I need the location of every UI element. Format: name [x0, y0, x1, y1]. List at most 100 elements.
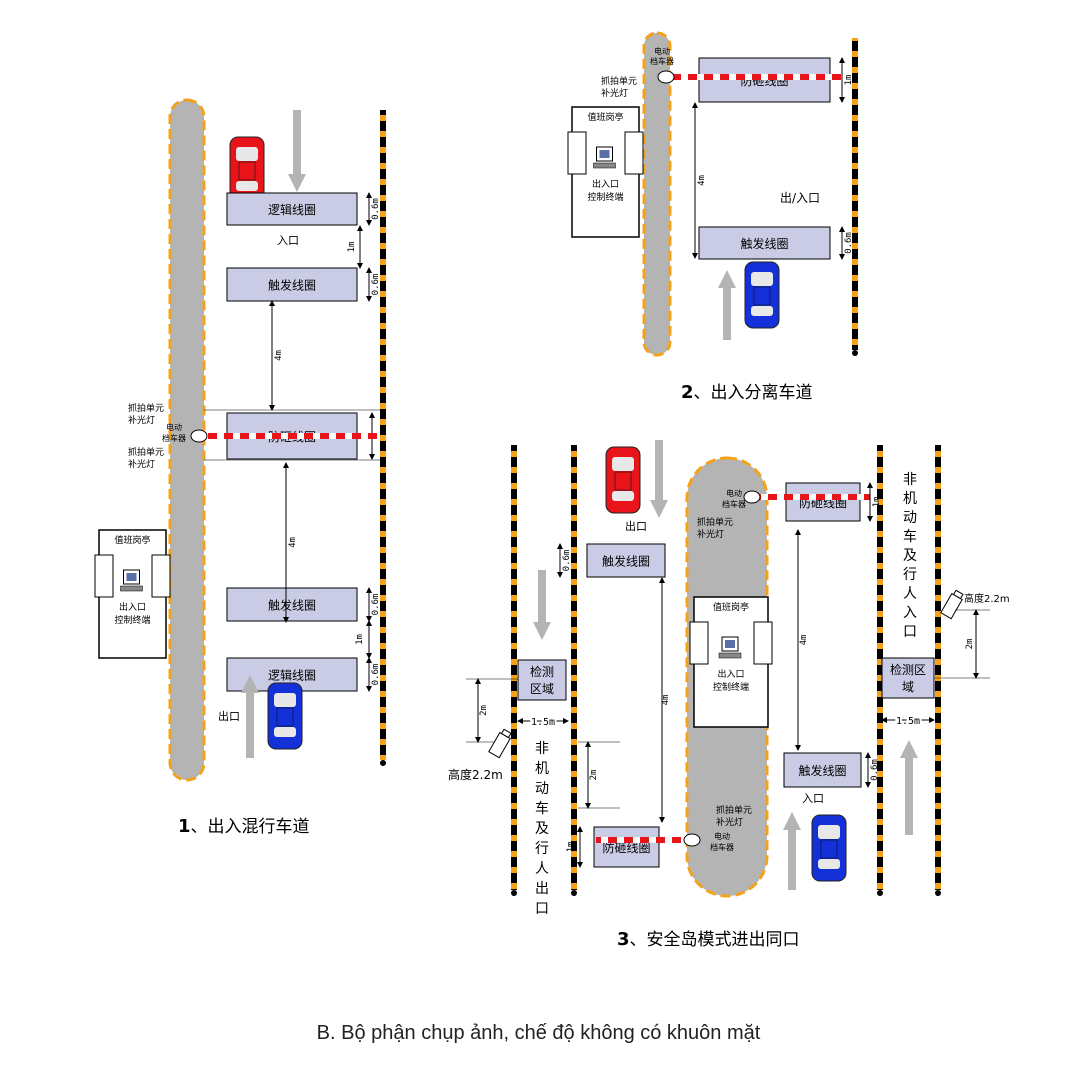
d3-post-3: [877, 445, 883, 890]
d3-nonmotor-out-char: 出: [535, 881, 549, 897]
d1-dim-4-b-label: 4m: [288, 537, 298, 548]
d3-detect-right-2: 域: [902, 680, 914, 694]
d2-dim-1-label: 1m: [844, 75, 854, 86]
d2-guard-booth-computer-screen: [599, 150, 610, 158]
d2-blue-car-windshield: [751, 272, 773, 286]
d2-trigger-loop: [698, 226, 831, 260]
d1-right-post-end: [380, 760, 386, 766]
d3-dim-15-left-label: 1.5m: [531, 717, 555, 728]
d3-barrier-label-bottom-2: 档车器: [710, 842, 734, 852]
d3-detect-left-2: 区域: [530, 682, 554, 696]
d3-exit-label: 出口: [625, 519, 647, 533]
d3-barrier-label-top-2: 档车器: [722, 499, 746, 509]
d3-barrier-head-right: [743, 490, 761, 504]
d3-detect-right-1: 检测区: [890, 662, 926, 677]
d1-entry-arrow-head: [288, 174, 306, 192]
d1-exit-arrow-head: [241, 675, 259, 693]
d1-guard-booth-label: 值班岗亭: [114, 534, 150, 546]
d3-blue-car: [811, 814, 847, 882]
d3-blue-car-roof: [820, 839, 838, 859]
d3-guard-booth-seat-left: [689, 621, 709, 665]
d1-barrier-head: [190, 429, 208, 443]
d3-antismash-loop-right: [785, 482, 861, 522]
d3-nonmotor-in-char: 行: [903, 567, 917, 583]
d2-dim-06-label: 0.6m: [844, 232, 854, 254]
d3-nonmotor-in-char: 车: [903, 528, 917, 545]
d1-red-car-roof: [238, 161, 256, 181]
d3-blue-car-rear-window: [818, 859, 840, 869]
d1-blue-car-windshield: [274, 693, 296, 707]
d2-guard-booth-label: 值班岗亭: [587, 111, 623, 123]
d2-safety-island: [642, 31, 672, 357]
d3-post-2-end: [571, 890, 577, 896]
d1-guard-booth-terminal-2: 控制终端: [114, 614, 150, 626]
d3-camera-right: [940, 589, 964, 620]
d3-nonmotor-in-char: 口: [903, 624, 917, 640]
d3-post-4: [935, 445, 941, 890]
d1-dim-1-b-label: 1m: [355, 634, 365, 645]
d3-nonmotor-in-char: 及: [903, 548, 917, 564]
d3-guard-booth-computer-screen: [725, 640, 735, 648]
d2-barrier-label-2: 档车器: [650, 56, 674, 66]
d3-nonmotor-out-char: 机: [535, 761, 549, 777]
d3-nonmotor-out-char: 及: [535, 821, 549, 837]
d1-logic-loop-top: [226, 192, 358, 226]
d1-guard-booth-seat-left: [94, 554, 114, 598]
d3-post-3-end: [877, 890, 883, 896]
d3-nonmotor-in-char: 人: [903, 586, 917, 602]
d3-guard-booth-terminal-1: 出入口: [717, 668, 744, 680]
d1-red-car-rear-window: [236, 181, 258, 191]
d3-height-right: 高度2.2m: [964, 592, 1010, 605]
d3-detect-zone-right: [881, 657, 935, 699]
d1-fill-light-1: 补光灯: [128, 414, 155, 426]
d3-nonmotor-in-char: 入: [903, 605, 917, 621]
d3-dim-4-right-label: 4m: [799, 635, 809, 646]
d3-post-1: [511, 445, 517, 890]
d3-capture-unit-bottom: 抓拍单元: [716, 804, 752, 816]
d3-detect-left-1: 检测: [530, 664, 554, 679]
d3-trigger-loop-right-label: 触发线圈: [798, 763, 846, 778]
d3-post-2: [571, 445, 577, 890]
d3-nonmotor-out-char: 非: [535, 741, 549, 757]
d3-trigger-loop-left: [586, 543, 666, 578]
d1-capture-unit-1: 抓拍单元: [128, 402, 164, 414]
d3-nonmotor-out-char: 行: [535, 841, 549, 857]
d3-blue-car-windshield: [818, 825, 840, 839]
d2-dim-4-label: 4m: [697, 175, 707, 186]
d3-dim-15-right-label: 1.5m: [896, 716, 920, 727]
d3-nonmotor-out-char: 动: [535, 781, 549, 797]
d3-capture-unit-top: 抓拍单元: [697, 516, 733, 528]
d1-trigger-loop-bottom: [226, 587, 358, 622]
d2-entry-arrow-head: [718, 270, 736, 288]
d3-entry-arrow-head: [783, 812, 801, 830]
caption-1: 1、出入混行车道: [178, 816, 310, 837]
d3-dim-1-left-label: 1m: [566, 842, 576, 853]
d3-exit-arrow-left-head: [533, 622, 551, 640]
d3-barrier-left-arm: [596, 837, 688, 843]
d2-guard-booth-terminal-2: 控制终端: [587, 191, 623, 203]
d1-exit-label: 出口: [218, 709, 240, 723]
d1-barrier-label-1: 电动: [166, 422, 182, 432]
d2-barrier-head: [657, 70, 675, 84]
d1-exit-arrow-shaft: [246, 693, 254, 758]
d3-entry-arrow-shaft: [788, 830, 796, 890]
d3-dim-06-right-label: 0.6m: [870, 759, 880, 781]
d1-trigger-loop-top-label: 触发线圈: [268, 278, 316, 293]
d3-barrier-head-left: [683, 833, 701, 847]
d3-dim-4-left-label: 4m: [661, 695, 671, 706]
d3-trigger-loop-left-label: 触发线圈: [602, 554, 650, 569]
d3-height-left: 高度2.2m: [448, 767, 503, 782]
d1-entrance-label: 入口: [277, 234, 299, 247]
d3-fill-light-top: 补光灯: [697, 528, 724, 540]
d3-exit-arrow-top-shaft: [655, 440, 663, 500]
d2-guard-booth-keyboard: [593, 162, 616, 169]
d3-trigger-loop-right: [783, 752, 862, 788]
d2-blue-car-roof: [753, 286, 771, 306]
d3-exit-arrow-top-head: [650, 500, 668, 518]
d3-antismash-loop-left-label: 防砸线圈: [602, 840, 650, 855]
d3-dim-2-left-label: 2m: [479, 705, 489, 716]
d1-dim-06-d-label: 0.6m: [371, 664, 381, 686]
d1-guard-booth-terminal-1: 出入口: [119, 601, 146, 613]
